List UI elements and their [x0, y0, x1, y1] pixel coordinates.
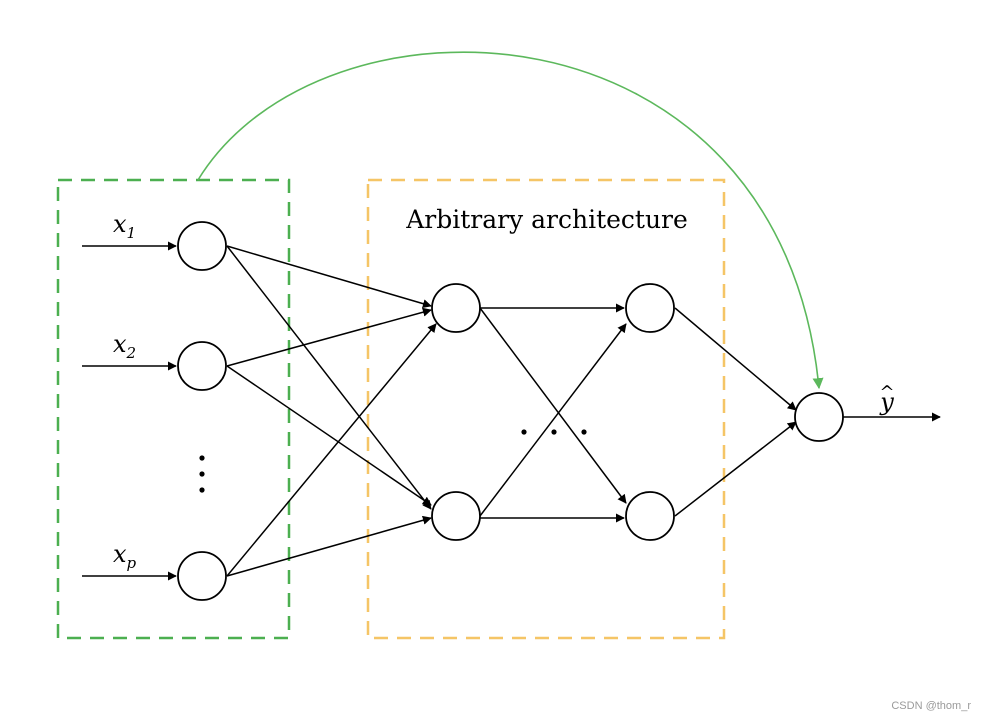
hidden-node-2b — [625, 491, 675, 541]
hidden-node-1a — [431, 283, 481, 333]
ellipsis-dot — [551, 429, 557, 435]
edge-in2-h1a — [226, 307, 432, 367]
edge-in2-h1b — [226, 365, 432, 506]
output-node — [794, 392, 844, 442]
edge-in1-h1a — [226, 245, 432, 309]
input-node-p — [177, 551, 227, 601]
output-label-hat: ^ — [879, 382, 894, 403]
watermark: CSDN @thom_r — [891, 700, 971, 712]
edge-h1a-h2b — [479, 307, 627, 504]
output-label: y — [879, 388, 894, 416]
ellipsis-dot — [199, 471, 205, 477]
input-node-1 — [177, 221, 227, 271]
skip-connection-arc — [197, 51, 824, 390]
ellipsis-dot — [581, 429, 587, 435]
input-label-2: x2 — [113, 330, 136, 362]
ellipsis-dot — [521, 429, 527, 435]
edge-inp-h1b — [226, 515, 432, 577]
edge-h1b-h2a — [479, 323, 627, 517]
edge-inp-h1a — [226, 323, 437, 577]
architecture-box-title: Arbitrary architecture — [405, 205, 688, 234]
edge-h2a-out — [674, 307, 797, 411]
hidden-node-2a — [625, 283, 675, 333]
input-layer-box — [56, 178, 291, 640]
input-label-1: x1 — [113, 210, 136, 242]
edge-in1-h1b — [226, 245, 432, 510]
architecture-box — [366, 178, 726, 640]
edge-h2b-out — [674, 421, 797, 517]
input-label-p: xp — [113, 540, 137, 572]
input-node-2 — [177, 341, 227, 391]
ellipsis-dot — [199, 455, 205, 461]
hidden-node-1b — [431, 491, 481, 541]
ellipsis-dot — [199, 487, 205, 493]
